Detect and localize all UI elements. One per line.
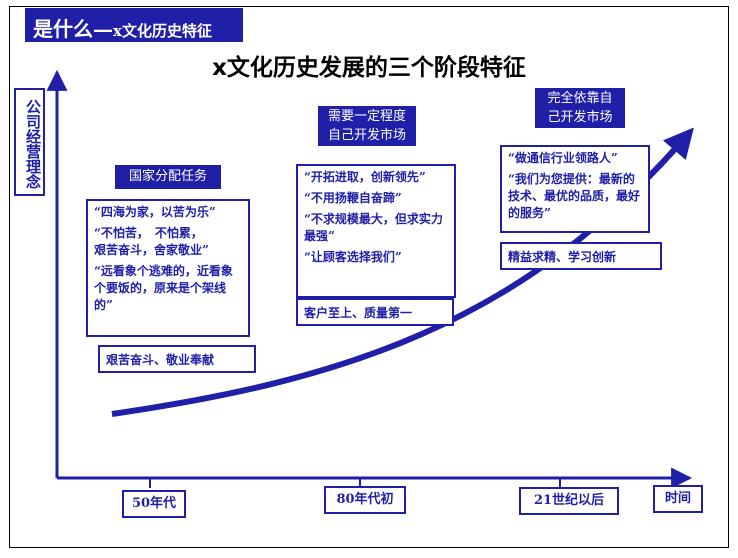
stage-2-quote-2: “不用扬鞭自奋蹄” [304, 191, 402, 205]
stage-2-quote-1: “开拓进取，创新领先” [304, 170, 426, 184]
x-tick-50s-text: 50年代 [131, 496, 177, 511]
x-tick-50s: 50年代 [122, 490, 186, 518]
stage-1-quote-3: 艰苦奋斗，舍家敬业” [94, 243, 209, 257]
stage-2-label: 需要一定程度 自己开发市场 [318, 106, 416, 146]
stage-1-quote-2: “不怕苦， 不怕累， [94, 226, 203, 240]
stage-2-summary-text: 客户至上、质量第一 [304, 306, 413, 320]
stage-3-quote-1: “做通信行业领路人” [508, 151, 618, 165]
stage-3-label-line2: 己开发市场 [547, 110, 613, 125]
x-axis-label-time: 时间 [653, 485, 703, 513]
stage-2-label-line2: 自己开发市场 [327, 128, 406, 143]
stage-1-label: 国家分配任务 [115, 165, 221, 189]
stage-3-summary: 精益求精、学习创新 [500, 242, 662, 270]
title-dash: — [93, 17, 113, 41]
x-tick-21c: 21世纪以后 [519, 487, 619, 515]
x-axis-label-text: 时间 [664, 491, 691, 506]
stage-1-quote-box: “四海为家，以苦为乐” “不怕苦， 不怕累， 艰苦奋斗，舍家敬业” “远看象个逃… [86, 199, 250, 337]
stage-3-label: 完全依靠自 己开发市场 [535, 88, 625, 128]
title-sub: x文化历史特征 [113, 22, 212, 40]
stage-3-summary-text: 精益求精、学习创新 [508, 250, 617, 264]
stage-3-label-line1: 完全依靠自 [547, 91, 613, 106]
y-axis-label: 公司经营理念 [14, 88, 45, 196]
x-tick-80s: 80年代初 [324, 486, 406, 514]
stage-1-summary: 艰苦奋斗、敬业奉献 [98, 345, 256, 373]
title-main: 是什么 [33, 17, 93, 41]
stage-1-quote-4: “远看象个逃难的，近看象个要饭的，原来是个架线的” [94, 264, 233, 312]
x-tick-21c-text: 21世纪以后 [533, 493, 605, 508]
stage-3-quote-box: “做通信行业领路人” “我们为您提供：最新的技术、最优的品质，最好的服务” [500, 145, 650, 233]
x-tick-80s-text: 80年代初 [336, 492, 394, 507]
stage-1-quote-1: “四海为家，以苦为乐” [94, 205, 216, 219]
slide-frame [9, 6, 729, 548]
stage-2-summary: 客户至上、质量第一 [296, 298, 454, 326]
stage-2-label-line1: 需要一定程度 [327, 109, 406, 124]
stage-2-quote-3: “不求规模最大，但求实力最强” [304, 212, 443, 243]
stage-3-quote-2: “我们为您提供：最新的技术、最优的品质，最好的服务” [508, 172, 641, 220]
stage-1-summary-text: 艰苦奋斗、敬业奉献 [106, 353, 215, 367]
stage-2-quote-4: “让顾客选择我们” [304, 250, 402, 264]
stage-1-label-text: 国家分配任务 [128, 169, 207, 184]
main-title: x文化历史发展的三个阶段特征 [212, 55, 526, 81]
slide-title-tab: 是什么—x文化历史特征 [25, 8, 243, 42]
stage-2-quote-box: “开拓进取，创新领先” “不用扬鞭自奋蹄” “不求规模最大，但求实力最强” “让… [296, 164, 456, 298]
